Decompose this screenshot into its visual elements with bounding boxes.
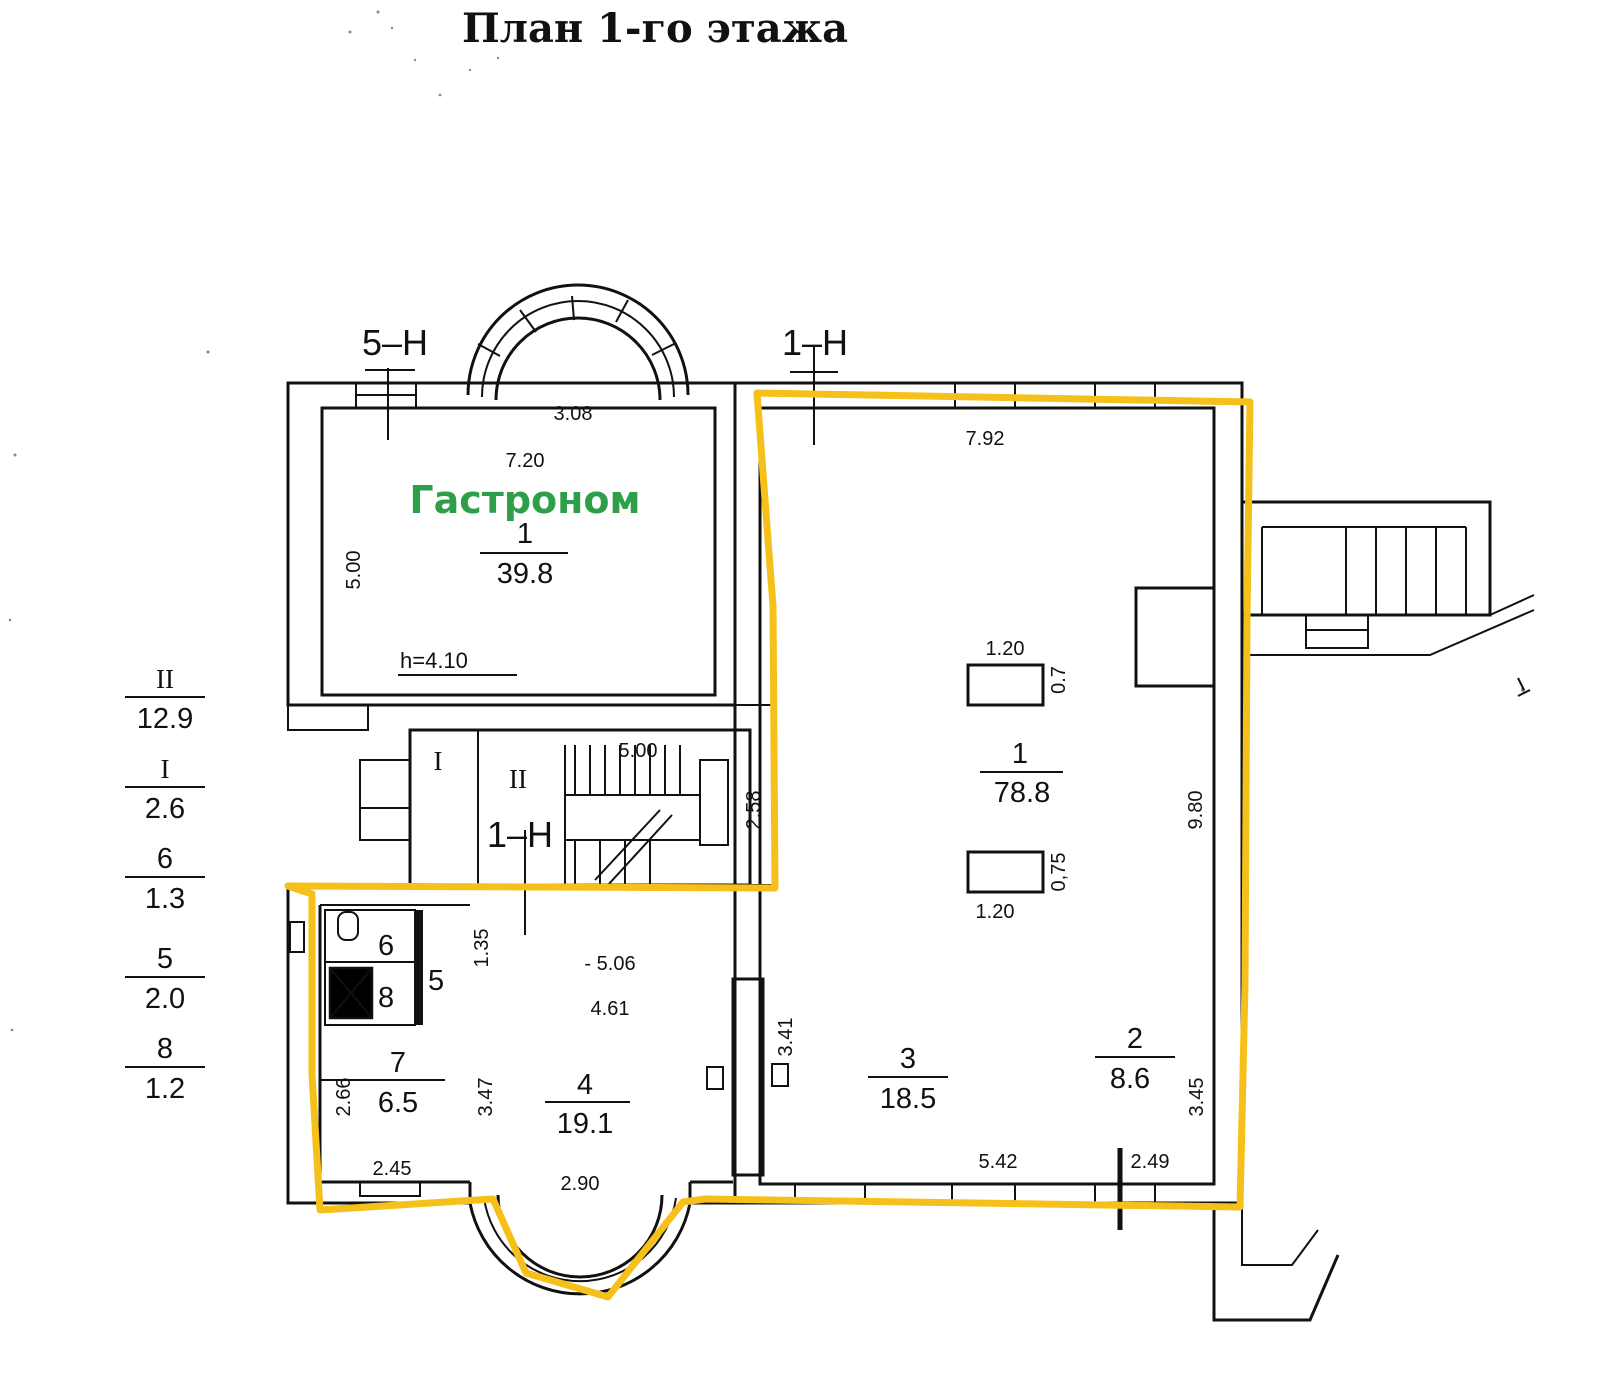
legend-area: 2.0 xyxy=(145,983,185,1015)
legend-number: 5 xyxy=(157,943,173,975)
gastronom-outer-wall xyxy=(286,381,737,707)
dim-258: 2.58 xyxy=(743,791,765,830)
dim-245: 2.45 xyxy=(373,1158,412,1180)
highlight-outline xyxy=(284,389,1254,1301)
room-3-area: 18.5 xyxy=(880,1083,936,1115)
dim-720: 7.20 xyxy=(506,450,545,472)
dim-500-v: 5.00 xyxy=(343,551,365,590)
scan-specks xyxy=(8,10,1525,1032)
dim-542: 5.42 xyxy=(979,1151,1018,1173)
dim-500-stair: 5.00 xyxy=(619,740,658,762)
dim-135: 1.35 xyxy=(471,929,493,968)
bottom-bay-outer xyxy=(468,1202,692,1296)
interior-partition xyxy=(731,977,765,1177)
dim-792: 7.92 xyxy=(966,428,1005,450)
dim-345: 3.45 xyxy=(1186,1078,1208,1117)
walls xyxy=(286,283,1535,1322)
gastronom-inner-wall xyxy=(320,406,717,697)
top-bay-inner xyxy=(494,316,662,401)
room-6-label: 6 xyxy=(378,930,394,962)
area-legend: II 12.9I 2.6 6 1.3 5 2.0 8 1.2 xyxy=(125,664,205,1105)
dim-120-a: 1.20 xyxy=(986,638,1025,660)
stair-ii-label: II xyxy=(509,764,527,794)
stair-i-label: I xyxy=(434,746,443,776)
dim-506: - 5.06 xyxy=(584,953,635,975)
lower-left-inner xyxy=(318,905,470,1184)
legend-number: 6 xyxy=(157,843,173,875)
axis-label-1h-stair: 1–Н xyxy=(487,814,553,855)
hall-column-upper xyxy=(966,663,1045,707)
room-4-number: 4 xyxy=(577,1069,593,1101)
hall-outer-wall xyxy=(733,381,1244,1205)
axis-label-5h: 5–Н xyxy=(362,322,428,363)
exterior-stair xyxy=(1240,500,1492,617)
room-2-area: 8.6 xyxy=(1110,1063,1150,1095)
dim-461: 4.61 xyxy=(591,998,630,1020)
hall-room-area: 78.8 xyxy=(994,777,1050,809)
dim-266: 2.66 xyxy=(333,1078,355,1117)
hall-column-lower xyxy=(966,850,1045,894)
room-7-area: 6.5 xyxy=(378,1087,418,1119)
legend-area: 2.6 xyxy=(145,793,185,825)
shop-name: Гастроном xyxy=(409,478,640,522)
room-5-label: 5 xyxy=(428,965,444,997)
gastronom-room-area: 39.8 xyxy=(497,558,553,590)
dim-075: 0,75 xyxy=(1048,853,1070,892)
room-2-number: 2 xyxy=(1127,1023,1143,1055)
dim-07: 0.7 xyxy=(1048,666,1070,694)
dim-249: 2.49 xyxy=(1131,1151,1170,1173)
dim-308: 3.08 xyxy=(554,403,593,425)
dim-290: 2.90 xyxy=(561,1173,600,1195)
room-4-area: 19.1 xyxy=(557,1108,613,1140)
hall-room-number: 1 xyxy=(1012,738,1028,770)
legend-area: 1.3 xyxy=(145,883,185,915)
plan-title: План 1-го этажа xyxy=(462,5,848,52)
legend-area: 1.2 xyxy=(145,1073,185,1105)
dim-347: 3.47 xyxy=(475,1078,497,1117)
stair-treads xyxy=(565,745,700,886)
room-7-number: 7 xyxy=(390,1047,406,1079)
lower-right-appendix xyxy=(1212,1203,1340,1322)
room-3-number: 3 xyxy=(900,1043,916,1075)
dim-120-b: 1.20 xyxy=(976,901,1015,923)
axis-label-1h-top: 1–Н xyxy=(782,322,848,363)
gastronom-height: h=4.10 xyxy=(400,648,468,673)
legend-number: II xyxy=(156,664,174,694)
gastronom-room-number: 1 xyxy=(517,518,533,550)
dim-341: 3.41 xyxy=(775,1018,797,1057)
legend-area: 12.9 xyxy=(137,703,193,735)
hall-cabinet xyxy=(1134,586,1216,688)
room-8-label: 8 xyxy=(378,982,394,1014)
legend-number: I xyxy=(161,754,170,784)
legend-number: 8 xyxy=(157,1033,173,1065)
dim-980: 9.80 xyxy=(1185,791,1207,830)
